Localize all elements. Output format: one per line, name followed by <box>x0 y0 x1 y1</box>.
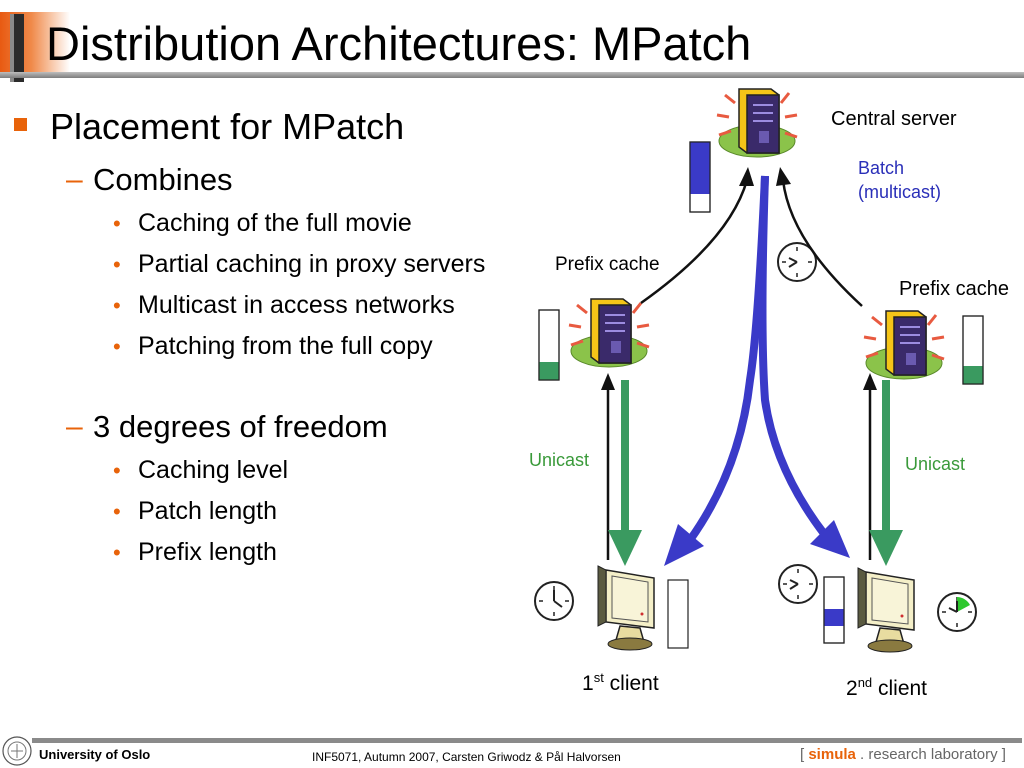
unicast-left-label: Unicast <box>529 450 590 470</box>
multicast-arrows <box>686 175 829 543</box>
unicast-right-label: Unicast <box>905 454 966 474</box>
unicast-right-arrow <box>869 380 903 566</box>
arrowhead-icon <box>601 373 615 390</box>
list-item: Caching level <box>138 456 289 484</box>
right-cache-bar <box>962 315 984 385</box>
client2-computer-icon <box>857 567 915 653</box>
dash-bullet-icon: – <box>66 163 83 196</box>
footer-course: INF5071, Autumn 2007, Carsten Griwodz & … <box>312 750 621 764</box>
dot-bullet-icon: • <box>113 252 121 277</box>
list-item: Prefix length <box>138 538 277 566</box>
client2-clock-icon <box>778 564 818 604</box>
dot-bullet-icon: • <box>113 499 121 524</box>
client1-clock-icon <box>534 581 574 621</box>
arrowhead-icon <box>739 167 754 186</box>
arrowhead-icon <box>863 373 877 390</box>
title-underline <box>0 72 1024 78</box>
multicast-label: (multicast) <box>858 182 942 202</box>
client2-progress-clock-icon <box>937 592 977 632</box>
multicast-right-arrowhead-icon <box>810 520 850 558</box>
central-cache-bar <box>689 141 711 213</box>
arrowhead-icon <box>776 167 791 186</box>
slide-title: Distribution Architectures: MPatch <box>46 17 752 70</box>
list-item: Caching of the full movie <box>138 209 412 237</box>
subheading-combines: Combines <box>93 162 233 197</box>
central-server-icon <box>715 87 799 159</box>
list-item: Patch length <box>138 497 277 525</box>
client1-label: 1st client <box>582 670 659 695</box>
central-server-label: Central server <box>831 108 957 130</box>
footer-lab-logo: [ simula . research laboratory ] <box>800 746 1006 763</box>
title-left-bar <box>14 14 24 82</box>
list-item: Multicast in access networks <box>138 291 455 319</box>
unicast-left-arrow <box>608 380 642 566</box>
prefix-cache-left-server-icon <box>567 297 651 369</box>
multicast-left-arrowhead-icon <box>664 524 704 566</box>
dot-bullet-icon: • <box>113 293 121 318</box>
client1-buffer-bar <box>667 579 689 649</box>
client1-computer-icon <box>597 565 655 651</box>
dot-bullet-icon: • <box>113 211 121 236</box>
left-cache-bar <box>538 309 560 381</box>
request-arrows <box>606 179 872 560</box>
subheading-degrees: 3 degrees of freedom <box>93 409 388 444</box>
prefix-cache-right-label: Prefix cache <box>899 278 1010 300</box>
square-bullet-icon <box>14 118 27 131</box>
university-seal-icon <box>2 736 32 766</box>
title-left-bar-light <box>10 14 14 82</box>
batch-clock-icon <box>777 242 817 282</box>
main-bullet: Placement for MPatch <box>50 106 405 147</box>
client2-label: 2nd client <box>846 675 928 700</box>
prefix-cache-left-label: Prefix cache <box>555 254 660 275</box>
list-item: Partial caching in proxy servers <box>138 250 486 278</box>
dash-bullet-icon: – <box>66 410 83 443</box>
footer-university: University of Oslo <box>39 747 151 762</box>
dot-bullet-icon: • <box>113 540 121 565</box>
footer-rule <box>32 738 1022 743</box>
batch-label: Batch <box>858 158 905 178</box>
dot-bullet-icon: • <box>113 334 121 359</box>
client2-buffer-bar <box>823 576 845 644</box>
dot-bullet-icon: • <box>113 458 121 483</box>
list-item: Patching from the full copy <box>138 332 433 360</box>
prefix-cache-right-server-icon <box>862 309 946 381</box>
